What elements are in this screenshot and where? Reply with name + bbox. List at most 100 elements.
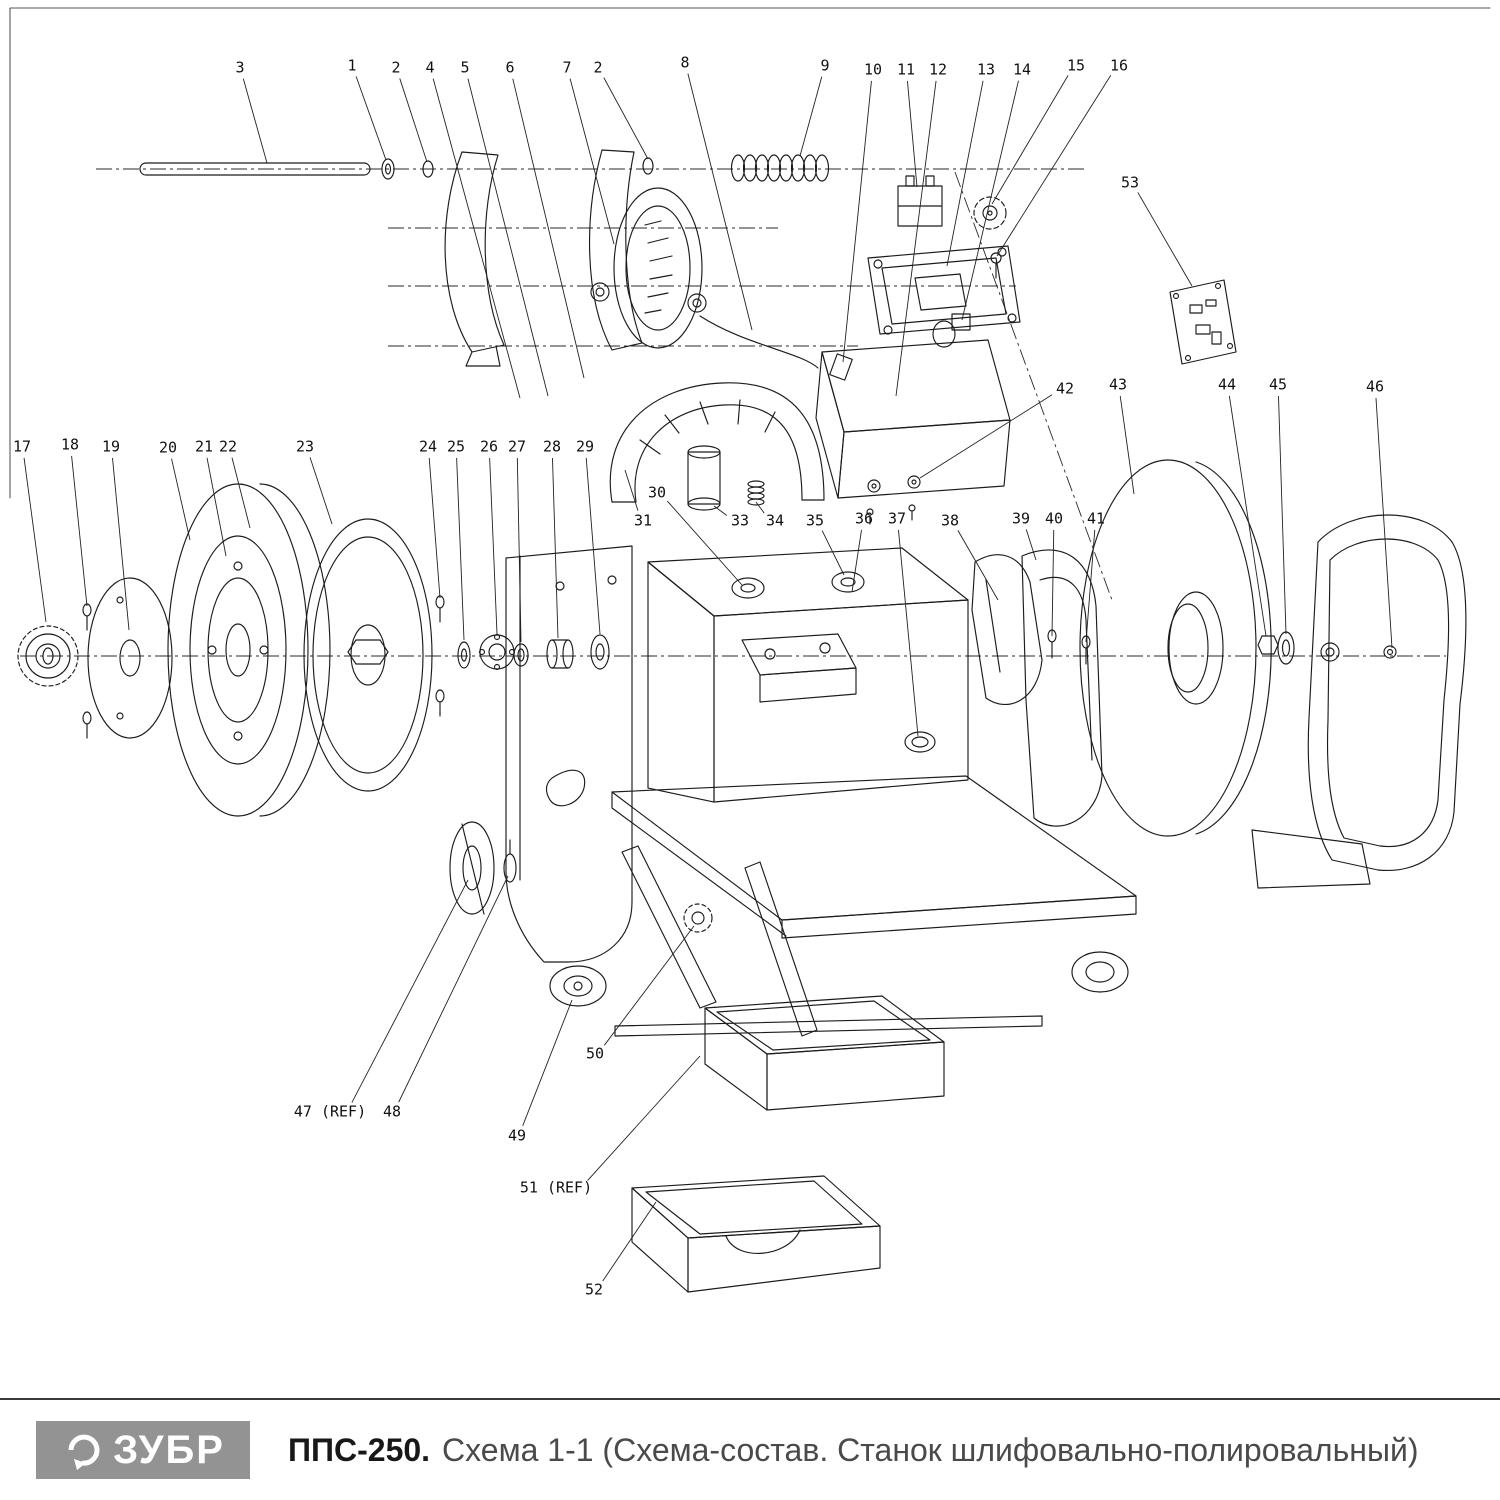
- leader-line: [961, 80, 1019, 321]
- part-label: 19: [102, 438, 120, 456]
- part-label: 2: [391, 59, 400, 77]
- base-plate: [549, 775, 1137, 1007]
- leader-line: [1137, 192, 1193, 287]
- bolts-left: [82, 603, 92, 739]
- part-label: 33: [731, 512, 749, 530]
- part-label: 23: [296, 438, 314, 456]
- part-label: 15: [1067, 57, 1085, 75]
- footer: ЗУБР ППС-250. Схема 1-1 (Схема-состав. Ст…: [0, 1398, 1500, 1500]
- drawing-layer: [17, 149, 1467, 1293]
- leader-line: [851, 529, 862, 593]
- leader-line: [512, 78, 585, 379]
- right-wheel-fasteners: [1257, 631, 1295, 665]
- part-label: 14: [1013, 61, 1031, 79]
- leader-line: [1085, 529, 1096, 643]
- leader-line: [1119, 395, 1135, 495]
- leader-line: [516, 457, 522, 643]
- part-label: 27: [508, 438, 526, 456]
- part-label: 25: [447, 438, 465, 456]
- leader-line: [687, 73, 753, 331]
- leader-line: [713, 505, 728, 516]
- guard-backplate: [1021, 549, 1103, 827]
- switch-plate: [867, 245, 1021, 335]
- leg-rails: [621, 845, 818, 1037]
- leader-line: [309, 457, 333, 525]
- footer-model: ППС-250.: [288, 1431, 431, 1468]
- leader-line: [957, 530, 999, 601]
- part-label: 13: [977, 61, 995, 79]
- part-label: 40: [1045, 510, 1063, 528]
- leader-line: [1025, 529, 1037, 561]
- terminal-box: [815, 339, 1011, 525]
- footer-caption: ППС-250. Схема 1-1 (Схема-состав. Станок …: [288, 1432, 1418, 1469]
- part-label: 30: [648, 484, 666, 502]
- leader-line: [919, 394, 1053, 479]
- switch-block: [932, 313, 971, 348]
- leader-line: [552, 457, 559, 639]
- part-label: 18: [61, 436, 79, 454]
- leader-line: [755, 501, 765, 514]
- part-label: 20: [159, 439, 177, 457]
- wheel-guard: [1251, 514, 1467, 889]
- leader-line: [842, 80, 872, 363]
- leader-line: [1051, 529, 1055, 637]
- leader-line: [1228, 395, 1267, 637]
- leader-line: [522, 999, 573, 1126]
- part-label: 5: [460, 59, 469, 77]
- cross-rod: [614, 1015, 1043, 1037]
- part-label: 37: [888, 510, 906, 528]
- backing-disc: [303, 518, 433, 792]
- zubr-logo-icon: [68, 1434, 100, 1470]
- leader-line: [231, 457, 251, 529]
- part-label: 11: [897, 61, 915, 79]
- washers-top: [381, 157, 654, 180]
- leader-line: [432, 78, 521, 399]
- switch-knob: [973, 196, 1007, 279]
- part-label: 42: [1056, 380, 1074, 398]
- leader-line: [171, 458, 191, 541]
- part-label: 45: [1269, 376, 1287, 394]
- part-label: 47 (REF): [294, 1103, 366, 1121]
- part-label: 46: [1366, 378, 1384, 396]
- zubr-logo-text: ЗУБР: [113, 1428, 225, 1472]
- leader-line: [821, 530, 845, 576]
- leader-line: [399, 78, 428, 163]
- leader-line: [895, 80, 937, 397]
- machine-body: [647, 547, 969, 803]
- part-label: 21: [195, 438, 213, 456]
- footer-subtitle: Схема 1-1 (Схема-состав. Станок шлифовал…: [442, 1431, 1419, 1468]
- part-label: 29: [576, 438, 594, 456]
- part-label: 51 (REF): [520, 1179, 592, 1197]
- part-label: 48: [383, 1103, 401, 1121]
- part-label: 38: [941, 512, 959, 530]
- shaft-rod: [139, 162, 371, 176]
- leader-line: [991, 75, 1069, 205]
- leader-line: [603, 925, 695, 1046]
- part-label: 16: [1110, 57, 1128, 75]
- leader-line: [603, 77, 649, 160]
- part-label: 41: [1087, 510, 1105, 528]
- left-grinding-wheel: [167, 483, 331, 817]
- stand-side-plate: [505, 545, 633, 963]
- part-label: 12: [929, 61, 947, 79]
- zubr-logo: ЗУБР: [36, 1421, 250, 1479]
- leader-line: [799, 76, 823, 157]
- leader-line: [112, 457, 130, 631]
- part-label: 43: [1109, 376, 1127, 394]
- right-polishing-wheel: [1079, 459, 1272, 837]
- motor-bracket-left: [444, 151, 505, 367]
- leader-line: [456, 457, 465, 641]
- part-label: 8: [680, 54, 689, 72]
- leader-line: [23, 457, 47, 623]
- part-label: 44: [1218, 376, 1236, 394]
- leader-line: [489, 457, 498, 635]
- part-label: 1: [347, 57, 356, 75]
- carry-handle: [609, 382, 825, 511]
- outer-flange-disc: [87, 577, 173, 739]
- leader-line: [242, 78, 268, 164]
- circuit-board: [1169, 279, 1237, 365]
- power-plug: [897, 175, 943, 227]
- part-label: 2: [593, 59, 602, 77]
